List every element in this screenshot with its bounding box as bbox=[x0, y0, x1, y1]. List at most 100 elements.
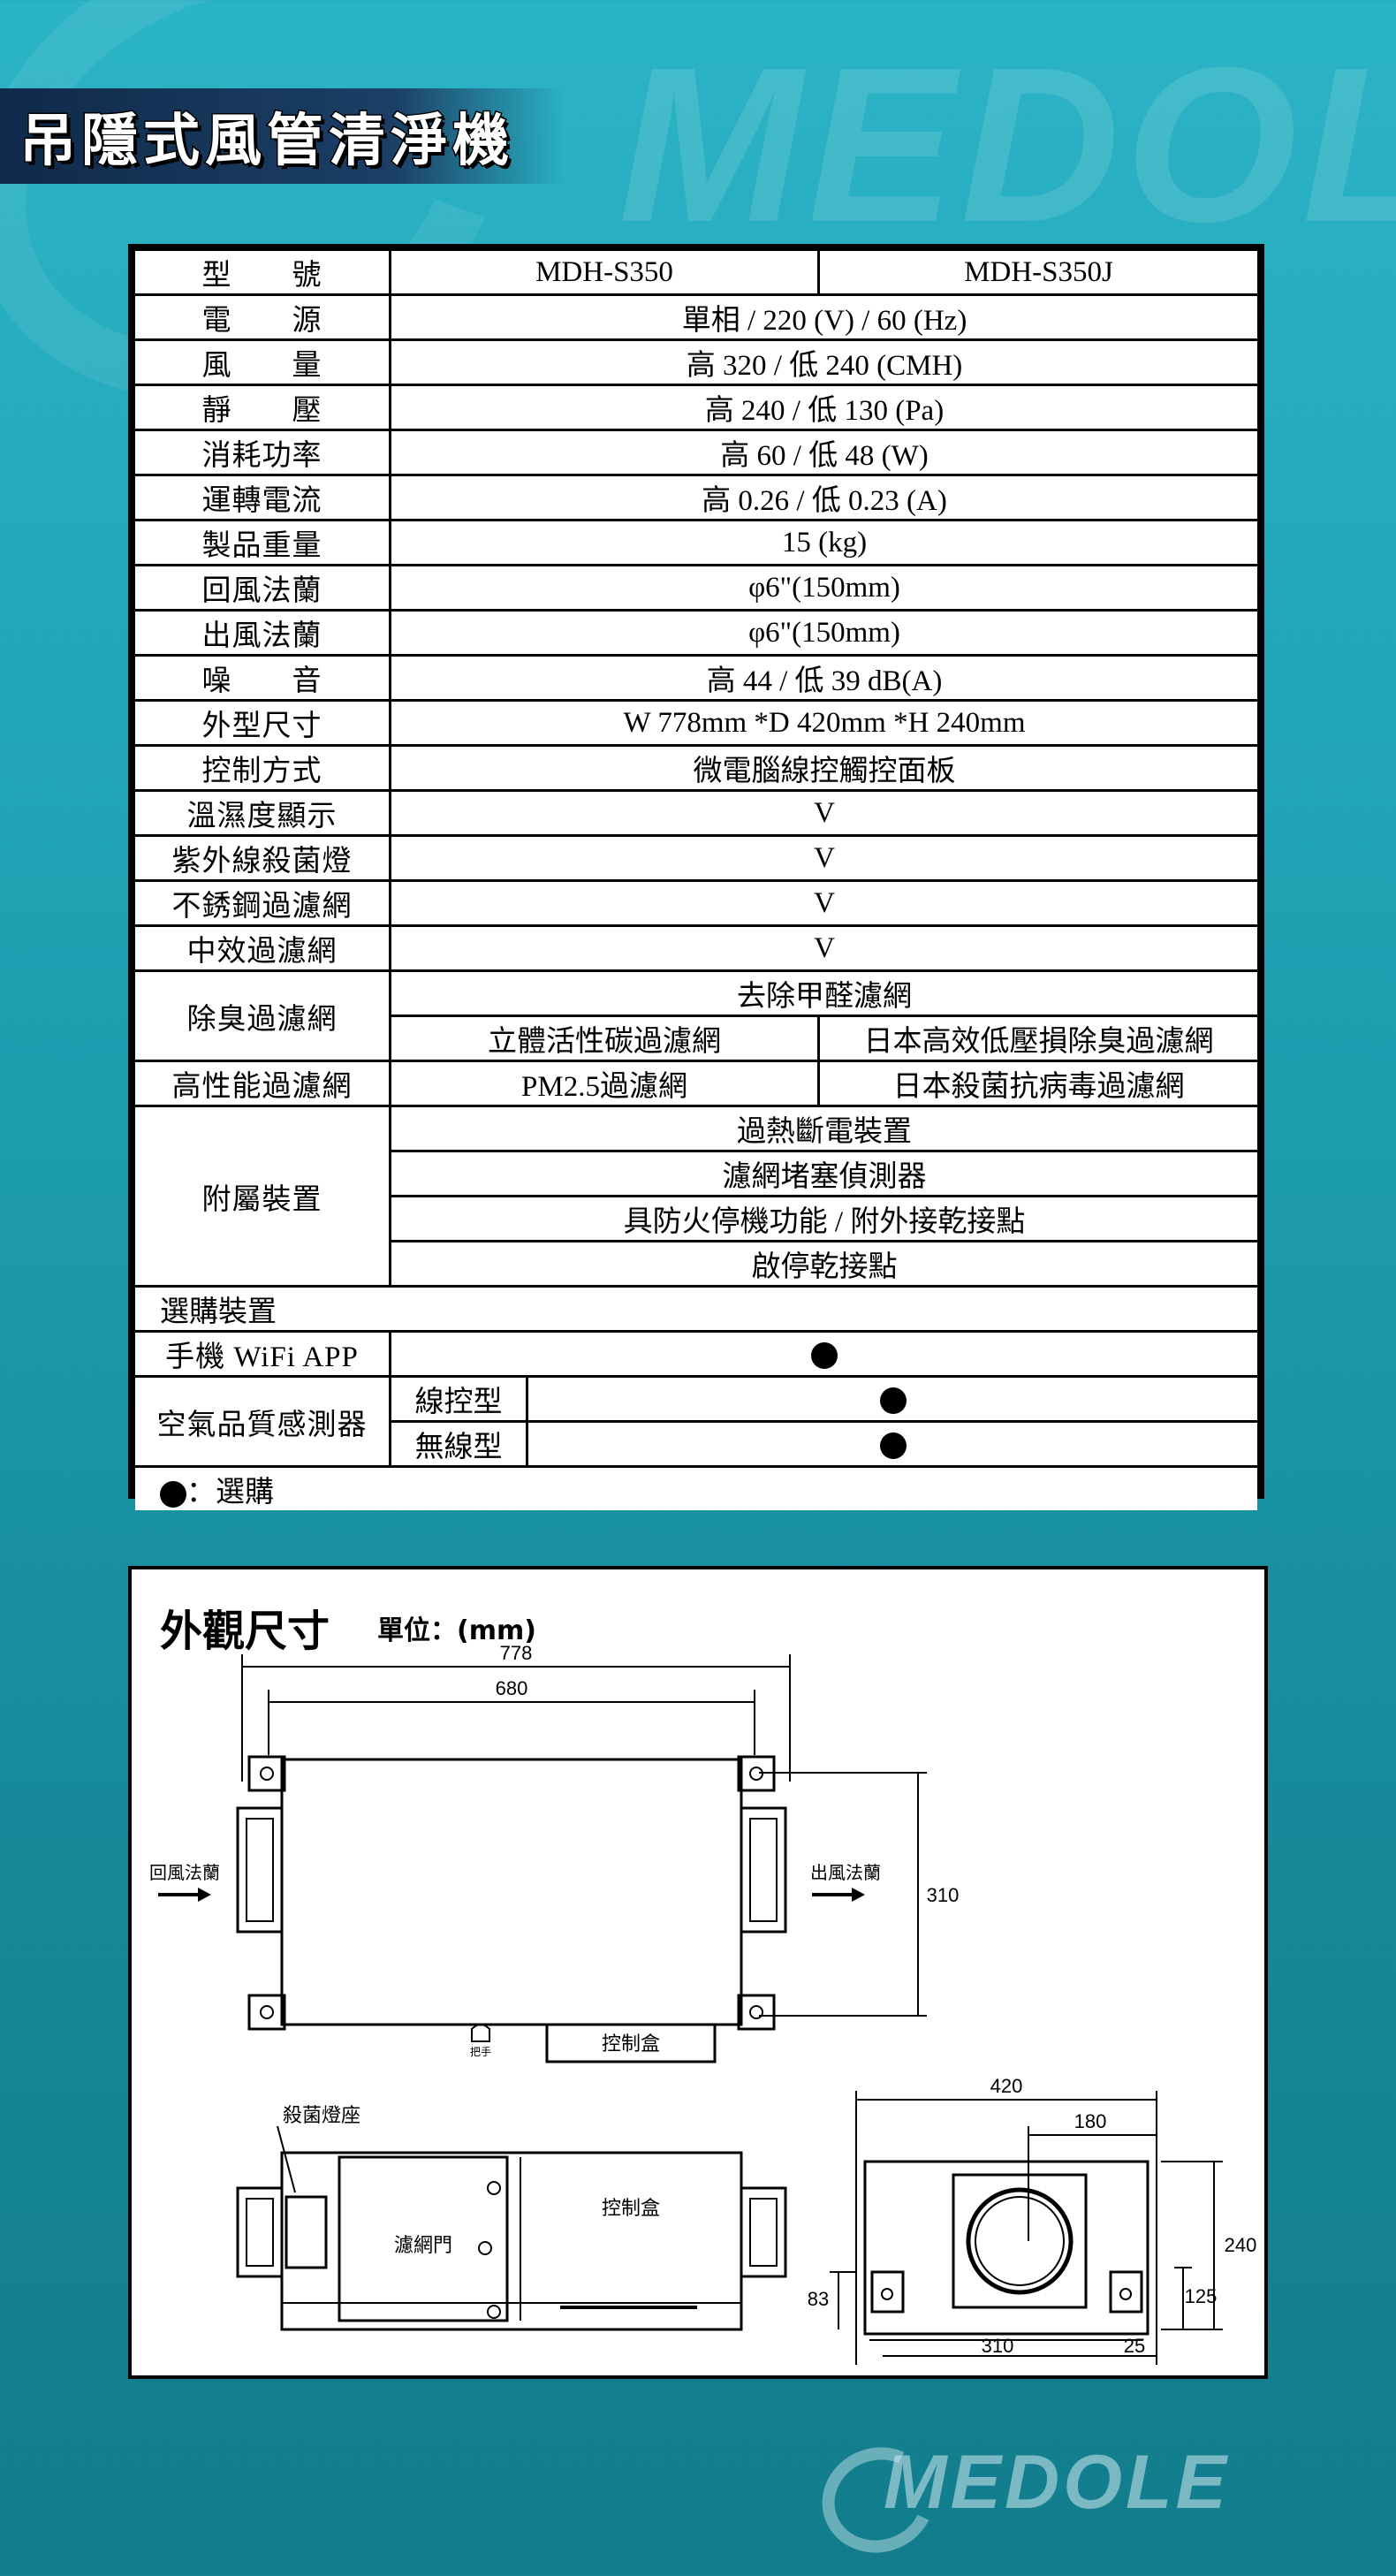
spec-row-deodor-2: 立體活性碳過濾網 日本高效低壓損除臭過濾網 bbox=[135, 1017, 1258, 1062]
brand-logo: MEDOLE bbox=[884, 2440, 1230, 2525]
spec-value: 高 60 / 低 48 (W) bbox=[391, 431, 1258, 476]
spec-label: 電 源 bbox=[135, 296, 391, 341]
accessory-item: 具防火停機功能 / 附外接乾接點 bbox=[391, 1197, 1258, 1242]
optional-dot-icon bbox=[879, 1387, 907, 1414]
dim-125: 125 bbox=[1185, 2285, 1218, 2307]
dim-240: 240 bbox=[1225, 2234, 1257, 2256]
spec-row-wifi: 手機 WiFi APP bbox=[135, 1333, 1258, 1378]
spec-row-accessory: 濾網堵塞偵測器 bbox=[135, 1152, 1258, 1197]
spec-label: 控制方式 bbox=[135, 747, 391, 792]
brand-watermark: MEDOLE bbox=[618, 21, 1396, 268]
model-1: MDH-S350 bbox=[391, 251, 821, 296]
spec-row-accessory: 附屬裝置 過熱斷電裝置 bbox=[135, 1107, 1258, 1288]
dim-25: 25 bbox=[1124, 2335, 1145, 2357]
spec-label: 回風法蘭 bbox=[135, 566, 391, 612]
aq-wired-value bbox=[528, 1378, 1258, 1423]
spec-row-legend: ：選購 bbox=[135, 1468, 1257, 1510]
page-title: 吊隱式風管清淨機 bbox=[19, 108, 514, 176]
accessory-item: 濾網堵塞偵測器 bbox=[391, 1152, 1258, 1197]
aq-label: 空氣品質感測器 bbox=[135, 1378, 391, 1468]
legend: ：選購 bbox=[135, 1468, 1257, 1510]
spec-label: 溫濕度顯示 bbox=[135, 792, 391, 837]
model-2: MDH-S350J bbox=[820, 251, 1258, 296]
dim-310-width: 310 bbox=[982, 2335, 1014, 2357]
spec-row: 風 量高 320 / 低 240 (CMH) bbox=[135, 341, 1258, 386]
aq-wired-label: 線控型 bbox=[391, 1378, 528, 1423]
deodor-label: 除臭過濾網 bbox=[135, 972, 391, 1062]
spec-row: 消耗功率高 60 / 低 48 (W) bbox=[135, 431, 1258, 476]
spec-row-model: 型 號 MDH-S350 MDH-S350J bbox=[135, 251, 1258, 296]
spec-label: 消耗功率 bbox=[135, 431, 391, 476]
deodor-top: 去除甲醛濾網 bbox=[391, 972, 1258, 1017]
spec-label: 外型尺寸 bbox=[135, 702, 391, 747]
dim-83: 83 bbox=[808, 2288, 829, 2310]
spec-value: W 778mm *D 420mm *H 240mm bbox=[391, 702, 1258, 747]
spec-label: 靜 壓 bbox=[135, 386, 391, 431]
optional-dot-icon bbox=[160, 1481, 186, 1508]
title-bar bbox=[0, 88, 565, 184]
spec-row: 運轉電流高 0.26 / 低 0.23 (A) bbox=[135, 476, 1258, 521]
spec-value: 高 320 / 低 240 (CMH) bbox=[391, 341, 1258, 386]
deodor-left: 立體活性碳過濾網 bbox=[391, 1017, 821, 1062]
spec-value: V bbox=[391, 882, 1258, 927]
wifi-value bbox=[391, 1333, 1258, 1378]
spec-value: V bbox=[391, 837, 1258, 882]
model-label: 型 號 bbox=[135, 251, 391, 296]
dim-310-height: 310 bbox=[927, 1884, 960, 1906]
spec-value: φ6"(150mm) bbox=[391, 612, 1258, 657]
dimension-drawing: 778 680 310 回風法蘭 出風法蘭 控制盒 把手 殺菌燈座 濾網門 控制… bbox=[149, 1642, 1257, 2365]
spec-label: 中效過濾網 bbox=[135, 927, 391, 972]
dim-778: 778 bbox=[500, 1642, 533, 1664]
spec-row-aq-2: 無線型 bbox=[135, 1423, 1258, 1468]
control-box-label-front: 控制盒 bbox=[602, 2198, 660, 2220]
hepa-left: PM2.5過濾網 bbox=[391, 1062, 821, 1107]
optional-section-label: 選購裝置 bbox=[135, 1288, 1258, 1333]
spec-label: 風 量 bbox=[135, 341, 391, 386]
spec-label: 出風法蘭 bbox=[135, 612, 391, 657]
spec-label: 不銹鋼過濾網 bbox=[135, 882, 391, 927]
aq-wireless-label: 無線型 bbox=[391, 1423, 528, 1468]
lamp-base-label: 殺菌燈座 bbox=[283, 2105, 360, 2127]
accessory-item: 啟停乾接點 bbox=[391, 1242, 1258, 1288]
spec-table: 型 號 MDH-S350 MDH-S350J 電 源單相 / 220 (V) /… bbox=[128, 244, 1264, 1510]
dimensions-panel: 外觀尺寸 單位：(mm) bbox=[128, 1566, 1268, 2379]
dims-title: 外觀尺寸 bbox=[160, 1607, 330, 1656]
dim-680: 680 bbox=[496, 1677, 528, 1699]
spec-value: 高 44 / 低 39 dB(A) bbox=[391, 657, 1258, 702]
spec-row-accessory: 具防火停機功能 / 附外接乾接點 bbox=[135, 1197, 1258, 1242]
supply-flange-label: 出風法蘭 bbox=[810, 1862, 881, 1883]
dims-unit: 單位：(mm) bbox=[377, 1615, 536, 1646]
aq-wireless-value bbox=[528, 1423, 1258, 1468]
control-box-label-top: 控制盒 bbox=[602, 2033, 660, 2055]
spec-value: 高 240 / 低 130 (Pa) bbox=[391, 386, 1258, 431]
spec-row: 控制方式微電腦線控觸控面板 bbox=[135, 747, 1258, 792]
spec-value: 微電腦線控觸控面板 bbox=[391, 747, 1258, 792]
spec-value: V bbox=[391, 927, 1258, 972]
hepa-right: 日本殺菌抗病毒過濾網 bbox=[820, 1062, 1258, 1107]
spec-label: 噪 音 bbox=[135, 657, 391, 702]
spec-row-accessory: 啟停乾接點 bbox=[135, 1242, 1258, 1288]
spec-value: 15 (kg) bbox=[391, 521, 1258, 566]
return-flange-label: 回風法蘭 bbox=[149, 1862, 220, 1883]
spec-label: 紫外線殺菌燈 bbox=[135, 837, 391, 882]
hepa-label: 高性能過濾網 bbox=[135, 1062, 391, 1107]
spec-label: 運轉電流 bbox=[135, 476, 391, 521]
spec-label: 製品重量 bbox=[135, 521, 391, 566]
optional-dot-icon bbox=[879, 1432, 907, 1459]
dim-180: 180 bbox=[1074, 2110, 1107, 2132]
accessory-item: 過熱斷電裝置 bbox=[391, 1107, 1258, 1152]
spec-row: 噪 音高 44 / 低 39 dB(A) bbox=[135, 657, 1258, 702]
spec-value: V bbox=[391, 792, 1258, 837]
spec-row-hepa: 高性能過濾網 PM2.5過濾網 日本殺菌抗病毒過濾網 bbox=[135, 1062, 1258, 1107]
accessory-label: 附屬裝置 bbox=[135, 1107, 391, 1288]
spec-row-deodor: 除臭過濾網 去除甲醛濾網 bbox=[135, 972, 1258, 1062]
spec-row-optional: 選購裝置 bbox=[135, 1288, 1258, 1333]
spec-row: 電 源單相 / 220 (V) / 60 (Hz) bbox=[135, 296, 1258, 341]
